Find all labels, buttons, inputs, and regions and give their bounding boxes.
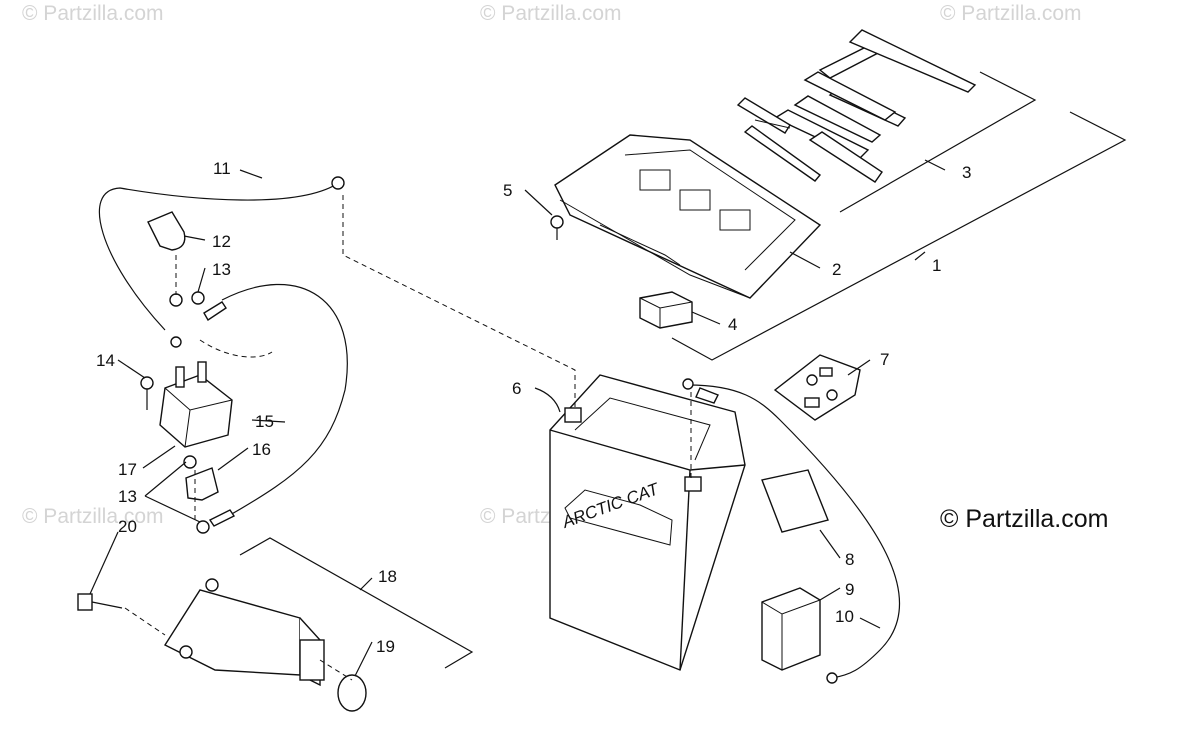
battery-label-part-8 <box>761 469 829 533</box>
leader-15 <box>251 419 286 423</box>
positive-cable-lower-terminal <box>170 336 182 348</box>
watermark-top-left: © Partzilla.com <box>22 2 164 25</box>
dashed-guide-bolt <box>124 607 166 636</box>
battery-part-6 <box>549 374 746 671</box>
callout-18: 18 <box>378 567 397 586</box>
callout-2: 2 <box>832 260 841 279</box>
negative-cable-lower-terminal <box>826 672 838 684</box>
leader-12 <box>183 235 206 241</box>
leader-19 <box>354 641 373 677</box>
callout-13-bottom: 13 <box>118 487 137 506</box>
nut-part-13-d <box>196 520 210 534</box>
solenoid-part-17 <box>159 361 233 448</box>
terminal-hardware-part-7 <box>773 354 861 421</box>
bolt-part-20 <box>77 593 123 611</box>
watermark-top-right: © Partzilla.com <box>940 2 1082 25</box>
leader-13-top <box>197 267 206 293</box>
terminal-boot-part-12 <box>147 211 186 251</box>
callout-19: 19 <box>376 637 395 656</box>
nut-part-13-b <box>191 291 205 305</box>
negative-cable-ring-terminal <box>682 378 694 390</box>
callout-16: 16 <box>252 440 271 459</box>
starter-motor-part-18 <box>163 578 325 687</box>
leader-3 <box>924 159 946 171</box>
callout-4: 4 <box>728 315 737 334</box>
nut-part-13-a <box>169 293 183 307</box>
watermark-mid-left: © Partzilla.com <box>22 505 164 528</box>
screw-part-5 <box>550 215 564 240</box>
leader-17 <box>142 445 176 469</box>
leader-14 <box>117 359 146 379</box>
dashed-wire <box>199 339 273 358</box>
callout-17: 17 <box>118 460 137 479</box>
callout-3: 3 <box>962 163 971 182</box>
assembly-bracket <box>671 111 1127 361</box>
callout-10: 10 <box>835 607 854 626</box>
leader-8 <box>819 529 841 559</box>
leader-2 <box>789 251 821 269</box>
tool-kit <box>736 29 977 183</box>
leader-7 <box>847 359 871 376</box>
callout-9: 9 <box>845 580 854 599</box>
callout-6: 6 <box>512 379 521 398</box>
screw-part-14 <box>140 376 154 410</box>
callout-15: 15 <box>255 412 274 431</box>
foam-block-part-9 <box>761 587 821 671</box>
terminal-boot-part-16 <box>185 467 219 501</box>
callout-20: 20 <box>118 517 137 536</box>
starter-cable-part-15 <box>221 283 348 516</box>
leader-20 <box>89 531 119 595</box>
watermark-top-center: © Partzilla.com <box>480 2 622 25</box>
leader-10 <box>859 617 881 629</box>
leader-11 <box>239 169 263 179</box>
dashed-guide-positive <box>342 195 576 408</box>
foam-pad-part-4 <box>639 291 693 329</box>
dashed-guide-oring <box>319 659 353 681</box>
positive-cable-upper-terminal <box>331 176 345 190</box>
positive-cable-part-11 <box>98 181 341 331</box>
leader-5 <box>524 189 553 216</box>
callout-1: 1 <box>932 256 941 275</box>
nut-part-13-c <box>183 455 197 469</box>
starter-cable-lower-end <box>208 509 236 527</box>
negative-cable-end <box>695 387 719 404</box>
starter-bracket <box>239 537 474 669</box>
leader-16 <box>217 447 249 471</box>
tool-tray <box>554 134 822 299</box>
callout-14: 14 <box>96 351 115 370</box>
copyright-notice: © Partzilla.com <box>940 505 1109 533</box>
tool-kit-bracket <box>839 71 1037 213</box>
callout-11: 11 <box>213 159 231 178</box>
leader-6 <box>534 387 561 413</box>
leader-9 <box>819 587 841 601</box>
callout-13-top: 13 <box>212 260 231 279</box>
starter-cable-upper-end <box>203 301 227 321</box>
callout-5: 5 <box>503 181 512 200</box>
leader-18 <box>359 577 373 591</box>
leader-13-bottom <box>144 461 201 523</box>
callout-7: 7 <box>880 350 889 369</box>
o-ring-part-19 <box>337 674 367 712</box>
leader-4 <box>691 311 721 325</box>
leader-1 <box>914 251 926 261</box>
callout-12: 12 <box>212 232 231 251</box>
callout-8: 8 <box>845 550 854 569</box>
negative-cable-part-10 <box>687 384 901 679</box>
